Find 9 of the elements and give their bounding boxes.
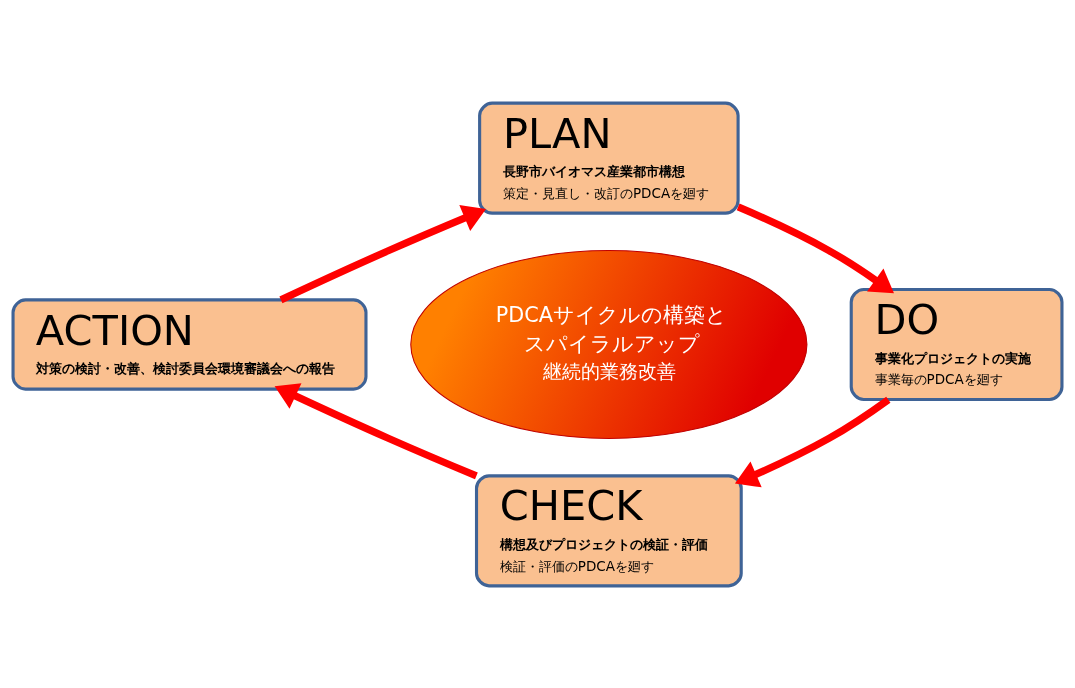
arrow [274, 382, 478, 479]
node-box: ACTION 対策の検討・改善、検討委員会環境審議会への報告 [11, 297, 368, 391]
node-box: DO 事業化プロジェクトの実施 事業毎のPDCAを廻す [849, 287, 1064, 401]
node-ellipse: PDCAサイクルの構築と スパイラルアップ 継続的業務改善 [410, 249, 808, 439]
node-box: CHECK 構想及びプロジェクトの検証・評価 検証・評価のPDCAを廻す [474, 473, 743, 587]
node-box: PLAN 長野市バイオマス産業都市構想 策定・見直し・改訂のPDCAを廻す [478, 101, 740, 215]
arrow [736, 203, 894, 293]
arrow [279, 204, 487, 303]
arrow [734, 396, 891, 487]
